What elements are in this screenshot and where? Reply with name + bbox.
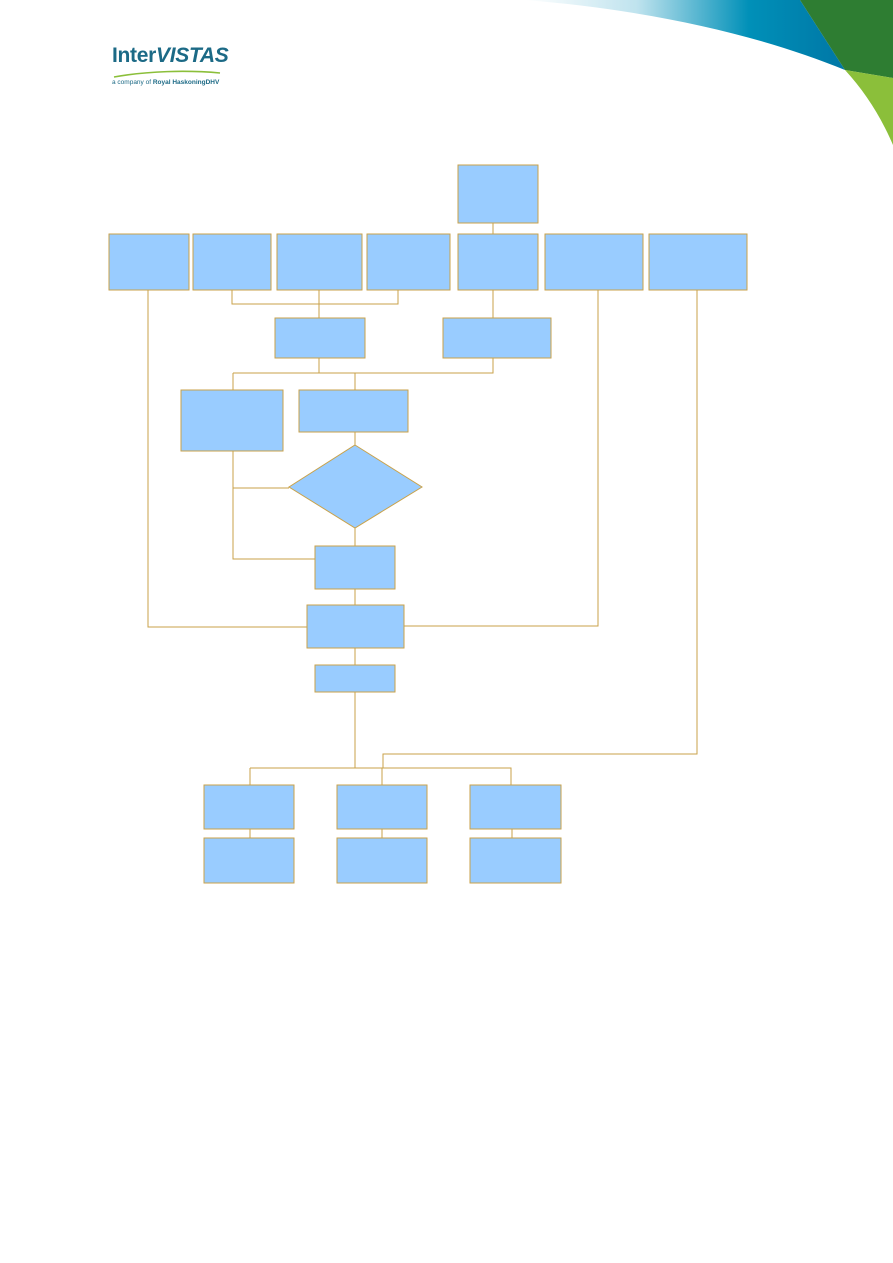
logo-tagline: a company of Royal HaskoningDHV [112,79,229,86]
node-row1-f [544,233,644,291]
connector-bottom-bus [250,767,512,785]
node-o2 [336,837,428,884]
node-top [457,164,539,224]
node-row2-g [274,317,366,359]
swoosh-green-band [800,0,893,78]
node-l [306,604,405,649]
connector-a-to-l [147,290,307,628]
node-row1-d [366,233,451,291]
node-row1-e [457,233,539,291]
node-m [314,664,396,693]
diagram-nodes [108,164,748,884]
header-swoosh-graphic [525,0,893,145]
logo-tagline-company: Royal HaskoningDHV [152,79,220,86]
node-o1 [203,837,295,884]
node-row2-h [442,317,552,359]
node-row3-j [298,389,409,433]
intervistas-logo: InterVISTAS a company of Royal Haskoning… [112,44,229,86]
connector-lines [147,223,698,838]
logo-wordmark: InterVISTAS [112,44,229,68]
connector-g2-to-bus [382,290,698,768]
node-row3-i [180,389,284,452]
node-row1-b [192,233,272,291]
swoosh-blue-band [525,0,845,70]
connector-group-bcd [231,290,399,305]
logo-tagline-prefix: a company of [112,79,152,86]
node-row1-a [108,233,190,291]
logo-brand-vistas: VISTAS [156,44,229,67]
node-k [314,545,396,590]
connector-f-to-l [404,290,599,627]
node-row1-c [276,233,363,291]
node-decision [288,444,423,529]
node-n1 [203,784,295,830]
logo-arc-icon [113,70,221,78]
logo-brand-inter: Inter [112,44,157,67]
node-row1-g [648,233,748,291]
connector-i-down [232,451,315,560]
node-n3 [469,784,562,830]
node-o3 [469,837,562,884]
swoosh-lime-band [845,70,893,145]
node-n2 [336,784,428,830]
connector-gh-merge [233,358,494,374]
